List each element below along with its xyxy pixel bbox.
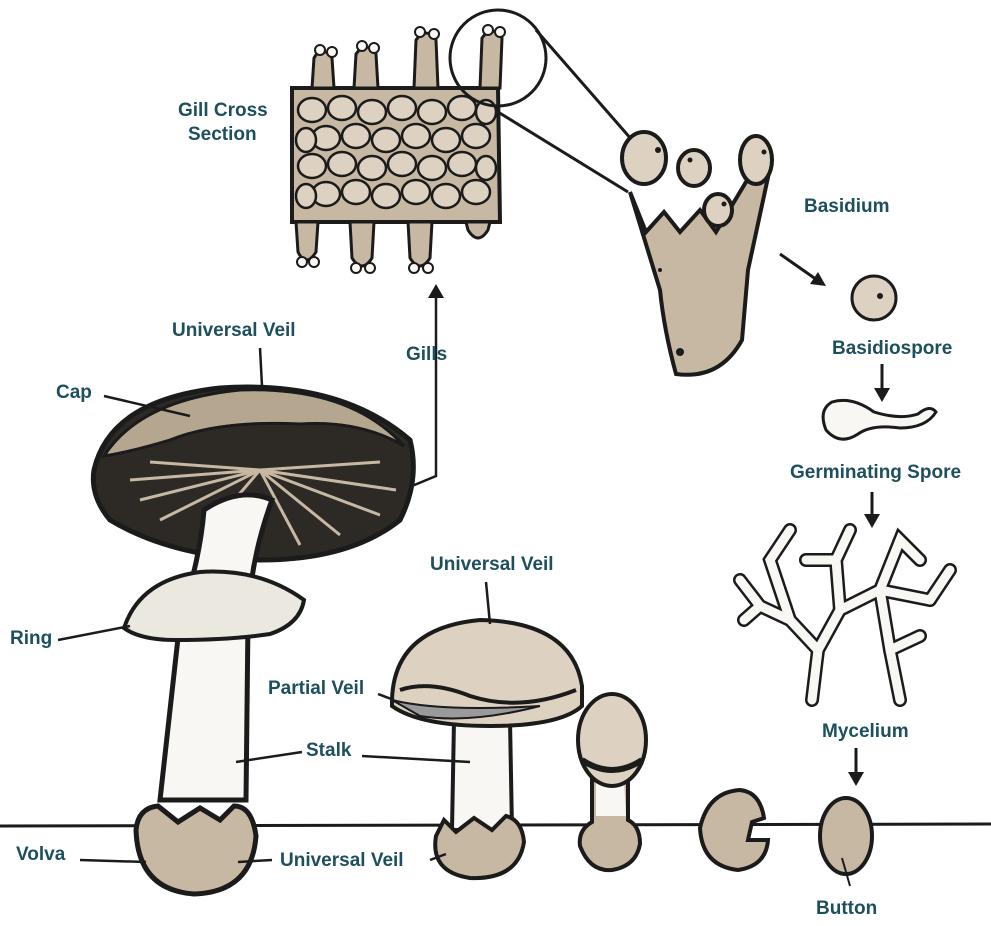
gill-cross-section-illustration [292, 10, 632, 273]
mycelium-illustration [740, 530, 950, 700]
button-illustration [820, 798, 872, 874]
label-mycelium: Mycelium [822, 721, 909, 742]
label-button: Button [816, 898, 877, 919]
arrow-gills-up [428, 284, 444, 298]
label-universal-veil-mid: Universal Veil [430, 554, 554, 575]
label-gill-cross-section: Gill Cross [178, 100, 268, 121]
label-gill-cross-section-line2: Section [188, 124, 257, 145]
label-partial-veil: Partial Veil [268, 678, 364, 699]
label-cap: Cap [56, 382, 92, 403]
leader-lines [58, 296, 490, 862]
label-basidium: Basidium [804, 196, 890, 217]
young-mushroom-illustration [578, 694, 646, 870]
label-universal-veil-bottom: Universal Veil [280, 850, 404, 871]
germinating-spore-illustration [823, 400, 936, 439]
medium-mushroom-illustration [392, 620, 582, 878]
label-germinating-spore: Germinating Spore [790, 462, 961, 483]
basidium-illustration [622, 132, 772, 375]
label-basidiospore: Basidiospore [832, 338, 952, 359]
label-volva: Volva [16, 844, 66, 865]
label-universal-veil-top: Universal Veil [172, 320, 296, 341]
label-ring: Ring [10, 628, 52, 649]
label-stalk: Stalk [306, 740, 352, 761]
basidiospore-illustration [852, 276, 896, 320]
large-mushroom-illustration [93, 387, 413, 894]
arrow-basidium-to-basidiospore [780, 254, 820, 282]
label-gills: Gills [406, 344, 447, 365]
primordium-curled-illustration [700, 790, 768, 870]
